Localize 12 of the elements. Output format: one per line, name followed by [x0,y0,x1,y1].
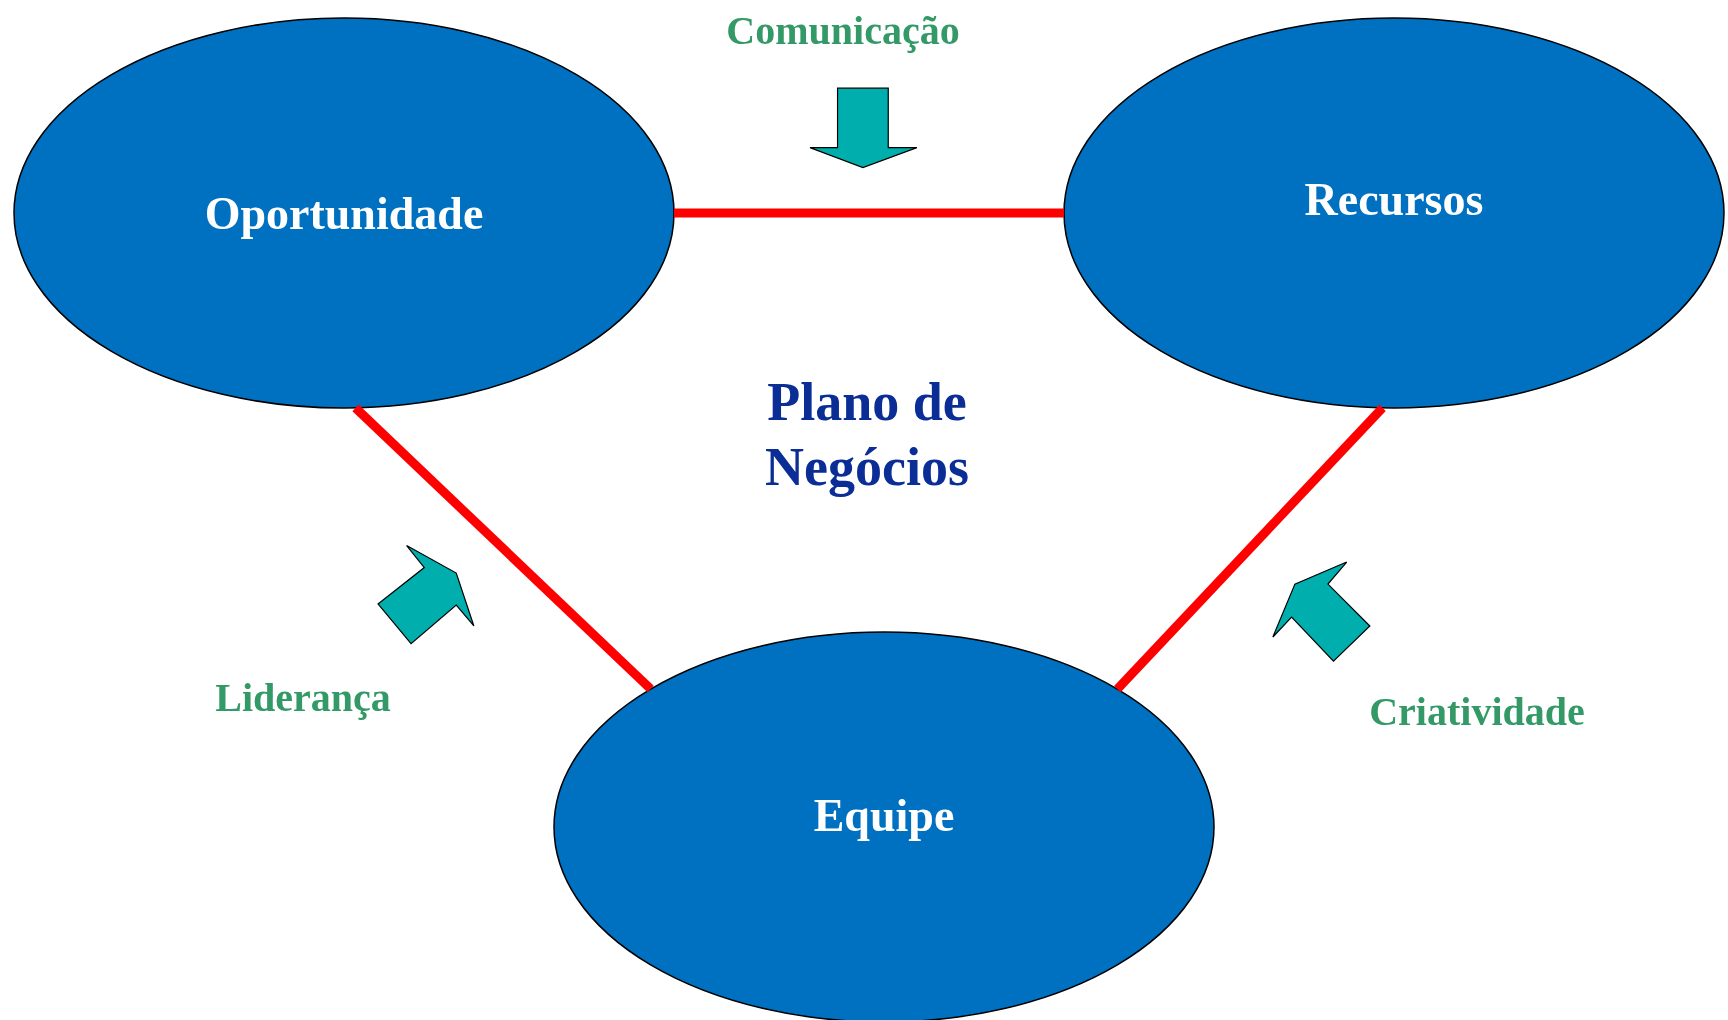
oval-node [1064,18,1724,408]
node-label: Equipe [813,788,955,842]
connector-line [1114,404,1386,693]
node-label: Oportunidade [204,186,484,240]
oval-node [14,18,674,408]
factor-label: Liderança [215,673,391,721]
connector-line [674,208,1064,218]
center-title: Plano de Negócios [764,371,970,499]
node-label: Recursos [1304,172,1484,226]
connector-line [352,404,654,693]
factor-label: Criatividade [1369,687,1585,735]
factor-label: Comunicação [726,6,960,54]
